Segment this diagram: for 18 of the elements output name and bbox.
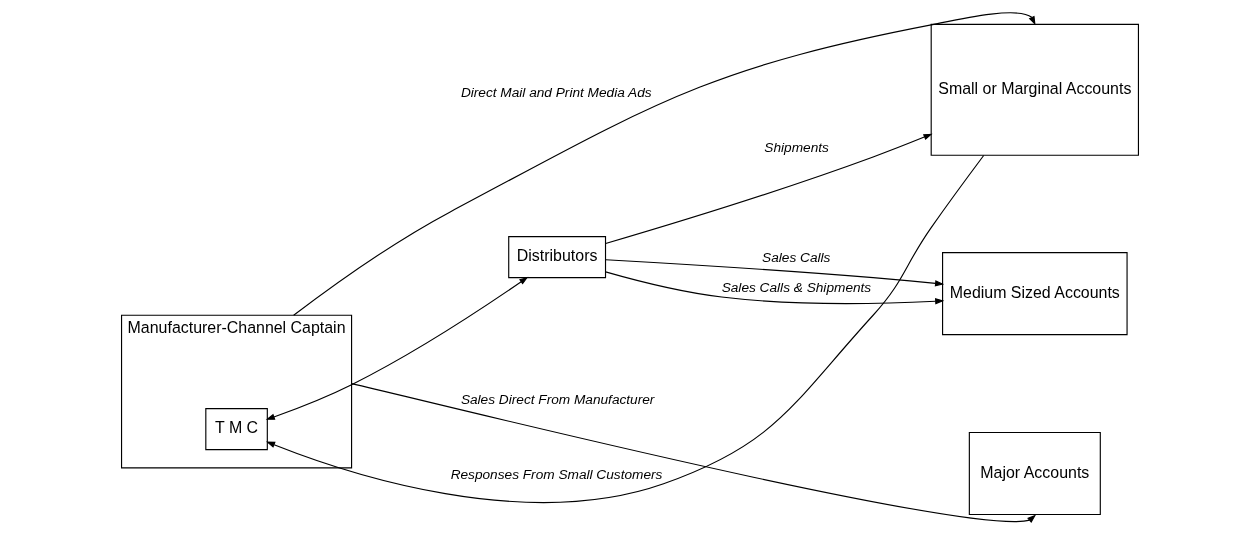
edge-label: Direct Mail and Print Media Ads (460, 85, 652, 101)
node-box: Distributors (508, 236, 607, 279)
node-box: Small or Marginal Accounts (930, 23, 1139, 156)
node-box: Medium Sized Accounts (942, 252, 1128, 336)
arrow (293, 12, 1036, 316)
node-box: T M C (205, 408, 268, 451)
arrow (266, 154, 985, 503)
edge-label: Sales Calls & Shipments (721, 280, 872, 296)
edge-label: Shipments (764, 139, 829, 155)
arrow (605, 259, 945, 287)
edge-label: Sales Calls (762, 250, 831, 266)
node-box: Major Accounts (968, 431, 1101, 516)
edge-label: Responses From Small Customers (450, 466, 663, 482)
arrow (605, 133, 933, 245)
arrow (605, 271, 945, 305)
arrow (265, 276, 529, 420)
edge-label: Sales Direct From Manufacturer (460, 391, 655, 407)
arrow (351, 383, 1037, 523)
